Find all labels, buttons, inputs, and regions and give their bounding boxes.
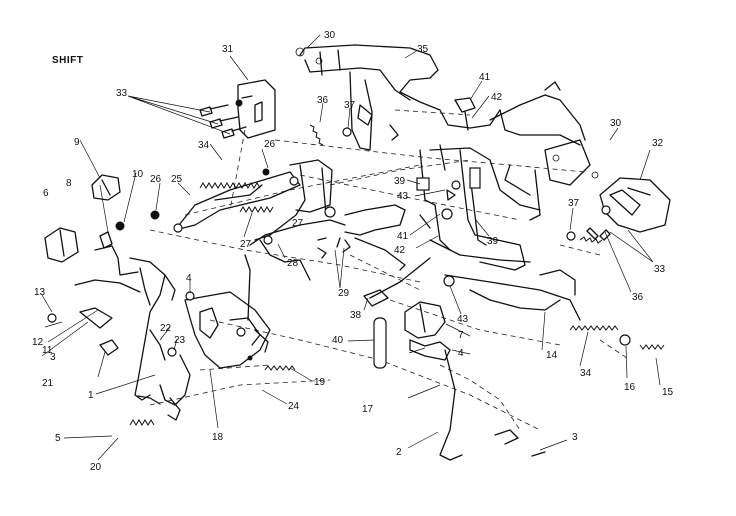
callout-34a: 34 [198,140,210,151]
callout-40: 40 [332,335,344,346]
callout-26a: 26 [150,174,162,185]
callout-30b: 30 [610,118,622,129]
callout-6: 6 [43,188,49,199]
callout-12: 12 [32,337,44,348]
callout-24: 24 [288,401,300,412]
lower-linkage-parts [79,257,191,421]
center-cam-parts [184,291,271,369]
callout-41b: 41 [397,231,409,242]
callout-31: 31 [222,44,234,55]
callout-5: 5 [55,433,61,444]
callout-36b: 36 [632,292,644,303]
callout-26b: 26 [264,139,276,150]
callout-leader-lines [41,34,661,461]
callout-3a: 3 [572,432,578,443]
callout-18: 18 [212,432,224,443]
shift-lever-group [173,104,576,321]
callout-7: 7 [458,330,464,341]
callout-4b: 4 [458,348,464,359]
callout-42a: 42 [491,92,503,103]
shift-frame-assembly [295,44,599,271]
springs [129,124,665,426]
callout-11: 11 [42,345,53,356]
callout-43a: 43 [397,191,409,202]
callout-1: 1 [88,390,94,401]
callout-9: 9 [74,137,80,148]
left-knob-parts [44,174,141,293]
callout-4a: 4 [186,273,192,284]
callout-34b: 34 [580,368,592,379]
callout-33a: 33 [116,88,128,99]
callout-16: 16 [624,382,636,393]
callout-43b: 43 [457,314,469,325]
callout-42b: 42 [394,245,406,256]
callout-27b: 27 [292,218,304,229]
diagram-title: SHIFT [52,55,83,66]
right-lower-parts [363,257,581,461]
callout-27a: 27 [240,239,252,250]
callout-41a: 41 [479,72,491,83]
callout-39b: 39 [487,236,499,247]
callout-35: 35 [417,44,429,55]
callout-33b: 33 [654,264,666,275]
callout-3b: 3 [50,352,56,363]
callout-13: 13 [34,287,46,298]
callout-2: 2 [396,447,402,458]
callout-25: 25 [171,174,183,185]
callout-23: 23 [174,335,186,346]
cover-parts [237,79,671,233]
callout-14: 14 [546,350,558,361]
callout-17: 17 [362,404,374,415]
callout-28: 28 [287,258,299,269]
latch-bracket-assembly [416,97,531,287]
callout-19: 19 [314,377,326,388]
callout-10: 10 [132,169,144,180]
callout-32: 32 [652,138,664,149]
callout-20: 20 [90,462,102,473]
screws-and-fasteners [47,99,631,357]
callout-37b: 37 [568,198,580,209]
callout-39a: 39 [394,176,406,187]
callout-21: 21 [42,378,54,389]
callout-29: 29 [338,288,350,299]
callout-22: 22 [160,323,172,334]
callout-38: 38 [350,310,362,321]
callout-labels: 1 2 3 3 4 4 5 6 7 8 9 10 11 12 13 14 15 … [32,30,674,473]
callout-36a: 36 [317,95,329,106]
callout-15: 15 [662,387,674,398]
callout-8: 8 [66,178,72,189]
callout-30a: 30 [324,30,336,41]
callout-37a: 37 [344,100,356,111]
